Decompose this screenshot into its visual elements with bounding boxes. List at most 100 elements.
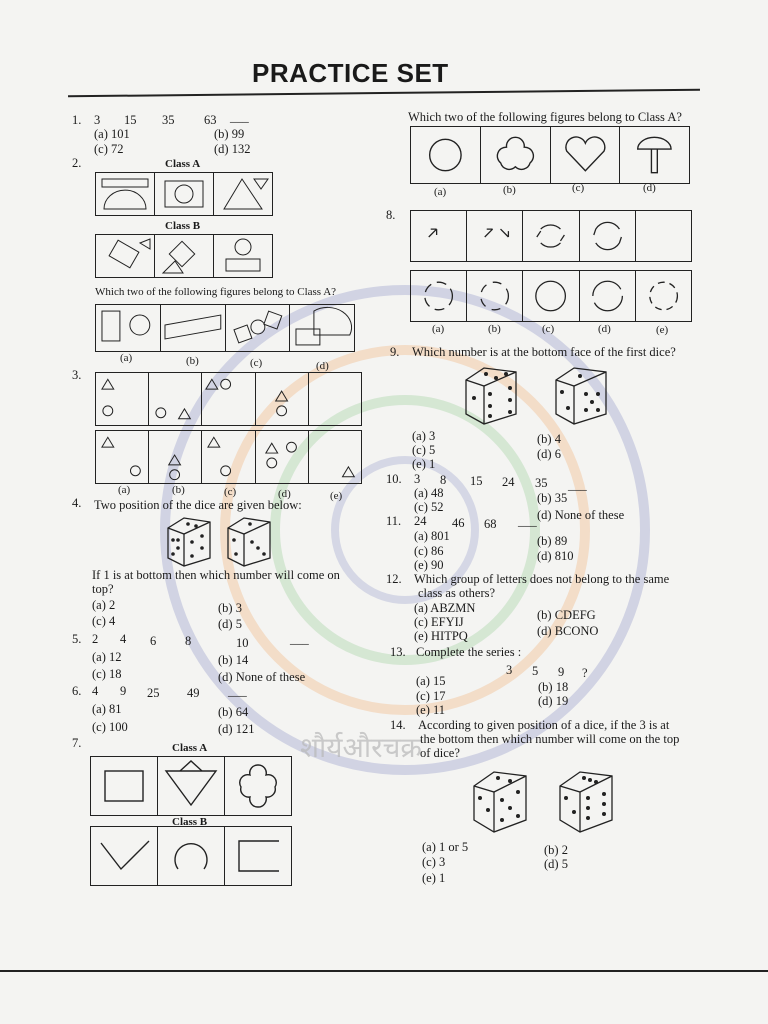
figure[interactable] xyxy=(481,127,551,183)
figure[interactable] xyxy=(226,305,291,351)
q12-option-a[interactable]: (a) ABZMN xyxy=(414,601,476,615)
figure[interactable] xyxy=(256,431,309,483)
q2-label-c: (c) xyxy=(250,357,263,369)
watermark-text: शौर्यऔरचक्र xyxy=(300,733,422,764)
figure[interactable] xyxy=(523,271,580,321)
q10-s2: 15 xyxy=(470,474,483,488)
q5-option-c[interactable]: (c) 18 xyxy=(92,667,122,681)
figure xyxy=(225,827,291,885)
q13-option-b[interactable]: (b) 18 xyxy=(538,680,569,694)
q14-option-b[interactable]: (b) 2 xyxy=(544,843,568,857)
figure[interactable] xyxy=(96,431,150,483)
q4-option-c[interactable]: (c) 4 xyxy=(92,614,116,628)
q3-label-d: (d) xyxy=(278,488,291,500)
figure[interactable] xyxy=(202,431,256,483)
figure[interactable] xyxy=(309,431,361,483)
q5-option-d[interactable]: (d) None of these xyxy=(218,670,306,684)
q1-option-b[interactable]: (b) 99 xyxy=(214,127,245,141)
q4-option-d[interactable]: (d) 5 xyxy=(218,617,242,631)
q6-option-a[interactable]: (a) 81 xyxy=(92,702,122,716)
q12-option-e[interactable]: (e) HITPQ xyxy=(414,629,468,643)
q12-number: 12. xyxy=(386,572,402,586)
q2-label-a: (a) xyxy=(120,352,133,364)
q10-option-d[interactable]: (d) None of these xyxy=(537,508,625,522)
q10-option-c[interactable]: (c) 52 xyxy=(414,500,444,514)
q6-option-c[interactable]: (c) 100 xyxy=(92,720,128,734)
q13-option-e[interactable]: (e) 11 xyxy=(416,703,446,717)
q3-label-c: (c) xyxy=(224,486,237,498)
figure[interactable] xyxy=(161,305,226,351)
q10-option-a[interactable]: (a) 48 xyxy=(414,486,444,500)
q2-option-figures xyxy=(95,304,355,352)
figure[interactable] xyxy=(580,271,636,321)
figure[interactable] xyxy=(551,127,621,183)
figure[interactable] xyxy=(96,305,161,351)
q12-option-c[interactable]: (c) EFYIJ xyxy=(414,615,464,629)
figure xyxy=(155,235,214,277)
q9-number: 9. xyxy=(390,345,400,359)
q10-s1: 8 xyxy=(440,473,447,487)
q11-option-e[interactable]: (e) 90 xyxy=(414,558,444,572)
q10-s4: 35 xyxy=(535,476,548,490)
q13-number: 13. xyxy=(390,645,406,659)
q4-text-1: If 1 is at bottom then which number will… xyxy=(92,568,340,582)
q5-option-b[interactable]: (b) 14 xyxy=(218,653,249,667)
q8-label-d: (d) xyxy=(598,323,611,335)
q3-number: 3. xyxy=(72,368,82,382)
q9-option-e[interactable]: (e) 1 xyxy=(412,457,436,471)
q7-class-b-label: Class B xyxy=(172,816,208,828)
q14-option-a[interactable]: (a) 1 or 5 xyxy=(422,840,469,854)
q12-option-b[interactable]: (b) CDEFG xyxy=(537,608,596,622)
q8-label-b: (b) xyxy=(488,323,501,335)
q4-dice-figure xyxy=(167,517,271,567)
figure[interactable] xyxy=(636,271,691,321)
q1-option-a[interactable]: (a) 101 xyxy=(94,127,130,141)
q1-s2: 35 xyxy=(162,113,175,127)
q4-option-a[interactable]: (a) 2 xyxy=(92,598,116,612)
q9-option-d[interactable]: (d) 6 xyxy=(537,447,561,461)
figure[interactable] xyxy=(411,271,468,321)
q12-option-d[interactable]: (d) BCONO xyxy=(537,624,599,638)
q2-number: 2. xyxy=(72,156,82,170)
q1-option-c[interactable]: (c) 72 xyxy=(94,142,124,156)
q11-option-d[interactable]: (d) 810 xyxy=(537,549,574,563)
q14-option-e[interactable]: (e) 1 xyxy=(422,871,446,885)
q7-question: Which two of the following figures belon… xyxy=(408,110,682,124)
q3-label-b: (b) xyxy=(172,484,185,496)
q7-number: 7. xyxy=(72,736,82,750)
q9-question: Which number is at the bottom face of th… xyxy=(412,345,676,359)
title-rule xyxy=(68,88,700,98)
figure[interactable] xyxy=(411,127,481,183)
figure xyxy=(149,373,203,425)
figure[interactable] xyxy=(620,127,689,183)
figure xyxy=(580,211,636,261)
q10-option-b[interactable]: (b) 35 xyxy=(537,491,568,505)
q9-option-a[interactable]: (a) 3 xyxy=(412,429,436,443)
q14-option-c[interactable]: (c) 3 xyxy=(422,855,446,869)
q14-option-d[interactable]: (d) 5 xyxy=(544,857,568,871)
figure xyxy=(96,235,155,277)
q11-option-a[interactable]: (a) 801 xyxy=(414,529,450,543)
q9-option-c[interactable]: (c) 5 xyxy=(412,443,436,457)
q9-option-b[interactable]: (b) 4 xyxy=(537,432,561,446)
q6-option-b[interactable]: (b) 64 xyxy=(218,705,249,719)
figure[interactable] xyxy=(149,431,203,483)
q13-s0: 3 xyxy=(506,663,513,677)
q8-answer-figures xyxy=(410,270,692,322)
figure[interactable] xyxy=(290,305,354,351)
q13-option-a[interactable]: (a) 15 xyxy=(416,674,446,688)
figure[interactable] xyxy=(467,271,524,321)
q13-option-c[interactable]: (c) 17 xyxy=(416,689,446,703)
q6-option-d[interactable]: (d) 121 xyxy=(218,722,255,736)
q4-option-b[interactable]: (b) 3 xyxy=(218,601,242,615)
q13-option-d[interactable]: (d) 19 xyxy=(538,694,569,708)
q11-option-c[interactable]: (c) 86 xyxy=(414,544,444,558)
q1-option-d[interactable]: (d) 132 xyxy=(214,142,251,156)
q11-option-b[interactable]: (b) 89 xyxy=(537,534,568,548)
q7-class-b-figures xyxy=(90,826,292,886)
q5-option-a[interactable]: (a) 12 xyxy=(92,650,122,664)
q6-s0: 4 xyxy=(92,684,99,698)
q3-answer-figures xyxy=(95,430,362,484)
q7-class-a-figures xyxy=(90,756,292,816)
q10-s0: 3 xyxy=(414,472,421,486)
